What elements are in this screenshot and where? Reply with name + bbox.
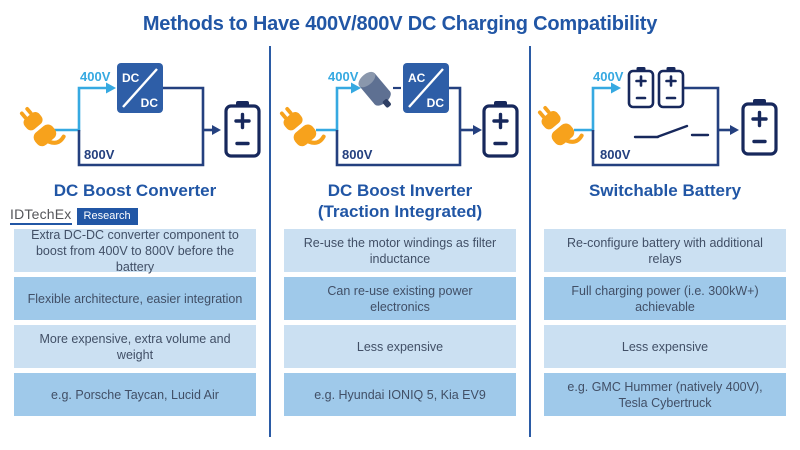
info-box: Less expensive (284, 325, 516, 368)
voltage-label-400v: 400V (593, 69, 624, 84)
converter-label-top: AC (408, 71, 426, 85)
column-divider-right (529, 46, 531, 437)
heading-subline: (Traction Integrated) (317, 202, 483, 221)
battery-icon (741, 97, 778, 156)
charging-plug-icon (272, 98, 327, 156)
circuit-diagram-dc-boost-inverter: 400V 800V AC DC (272, 61, 519, 167)
info-box: Flexible architecture, easier integratio… (14, 277, 256, 320)
arrow-icon (473, 125, 482, 135)
info-box: e.g. Hyundai IONIQ 5, Kia EV9 (284, 373, 516, 416)
arrow-icon (351, 82, 361, 94)
converter-label-top: DC (122, 71, 140, 85)
voltage-label-800v: 800V (600, 147, 631, 162)
battery-icon (224, 99, 261, 158)
wire-800v (77, 86, 221, 167)
info-box: Re-configure battery with additional rel… (544, 229, 786, 272)
voltage-label-800v: 800V (342, 147, 373, 162)
info-box: Can re-use existing power electronics (284, 277, 516, 320)
heading-line: DC Boost Converter (53, 181, 217, 200)
info-box-list: Re-use the motor windings as filter indu… (284, 229, 516, 421)
info-box: Extra DC-DC converter component to boost… (14, 228, 256, 274)
info-box-list: Extra DC-DC converter component to boost… (14, 228, 256, 421)
charging-plug-icon (12, 98, 67, 156)
info-box: e.g. GMC Hummer (natively 400V), Tesla C… (544, 373, 786, 416)
wire-800v (335, 86, 482, 167)
motor-icon (355, 68, 398, 113)
column-heading: DC Boost Converter (0, 180, 270, 201)
info-box-list: Re-configure battery with additional rel… (544, 229, 786, 421)
heading-line: Switchable Battery (588, 181, 742, 200)
wire-400v (574, 82, 621, 132)
relay-switch-icon (633, 124, 710, 139)
charging-plug-icon (530, 97, 585, 155)
column-dc-boost-converter: 400V 800V DC DC DC Boost Converter Extra… (0, 0, 270, 450)
wire-800v (591, 86, 739, 167)
info-box: More expensive, extra volume and weight (14, 325, 256, 368)
wire-400v (316, 82, 361, 132)
circuit-diagram-switchable-battery: 400V 800V (530, 65, 778, 167)
circuit-diagram-dc-boost-converter: 400V 800V DC DC (12, 61, 261, 167)
voltage-label-800v: 800V (84, 147, 115, 162)
info-box: Re-use the motor windings as filter indu… (284, 229, 516, 272)
wire-400v (52, 82, 116, 132)
arrow-icon (730, 125, 739, 135)
battery-icon (482, 99, 519, 158)
column-divider-left (269, 46, 271, 437)
idtechex-logo: IDTechEx Research (10, 206, 138, 225)
voltage-label-400v: 400V (328, 69, 359, 84)
column-switchable-battery: 400V 800V Switchable Battery Re-configur… (530, 0, 800, 450)
battery-module-icon (657, 65, 685, 109)
page-title: Methods to Have 400V/800V DC Charging Co… (142, 13, 658, 35)
column-heading: Switchable Battery (530, 180, 800, 201)
info-box: e.g. Porsche Taycan, Lucid Air (14, 373, 256, 416)
idtechex-logo-name: IDTechEx (10, 206, 72, 225)
arrow-icon (611, 82, 621, 94)
arrow-icon (212, 125, 221, 135)
idtechex-logo-research-badge: Research (76, 208, 138, 225)
arrow-icon (106, 82, 116, 94)
battery-module-icon (627, 65, 655, 109)
info-box: Full charging power (i.e. 300kW+) achiev… (544, 277, 786, 320)
column-dc-boost-inverter: 400V 800V AC DC DC Boost Inverter (Tract… (270, 0, 530, 450)
heading-line: DC Boost Inverter (327, 181, 473, 200)
column-heading: DC Boost Inverter (Traction Integrated) (270, 180, 530, 222)
converter-label-bottom: DC (427, 96, 445, 110)
info-box: Less expensive (544, 325, 786, 368)
voltage-label-400v: 400V (80, 69, 111, 84)
converter-label-bottom: DC (141, 96, 159, 110)
